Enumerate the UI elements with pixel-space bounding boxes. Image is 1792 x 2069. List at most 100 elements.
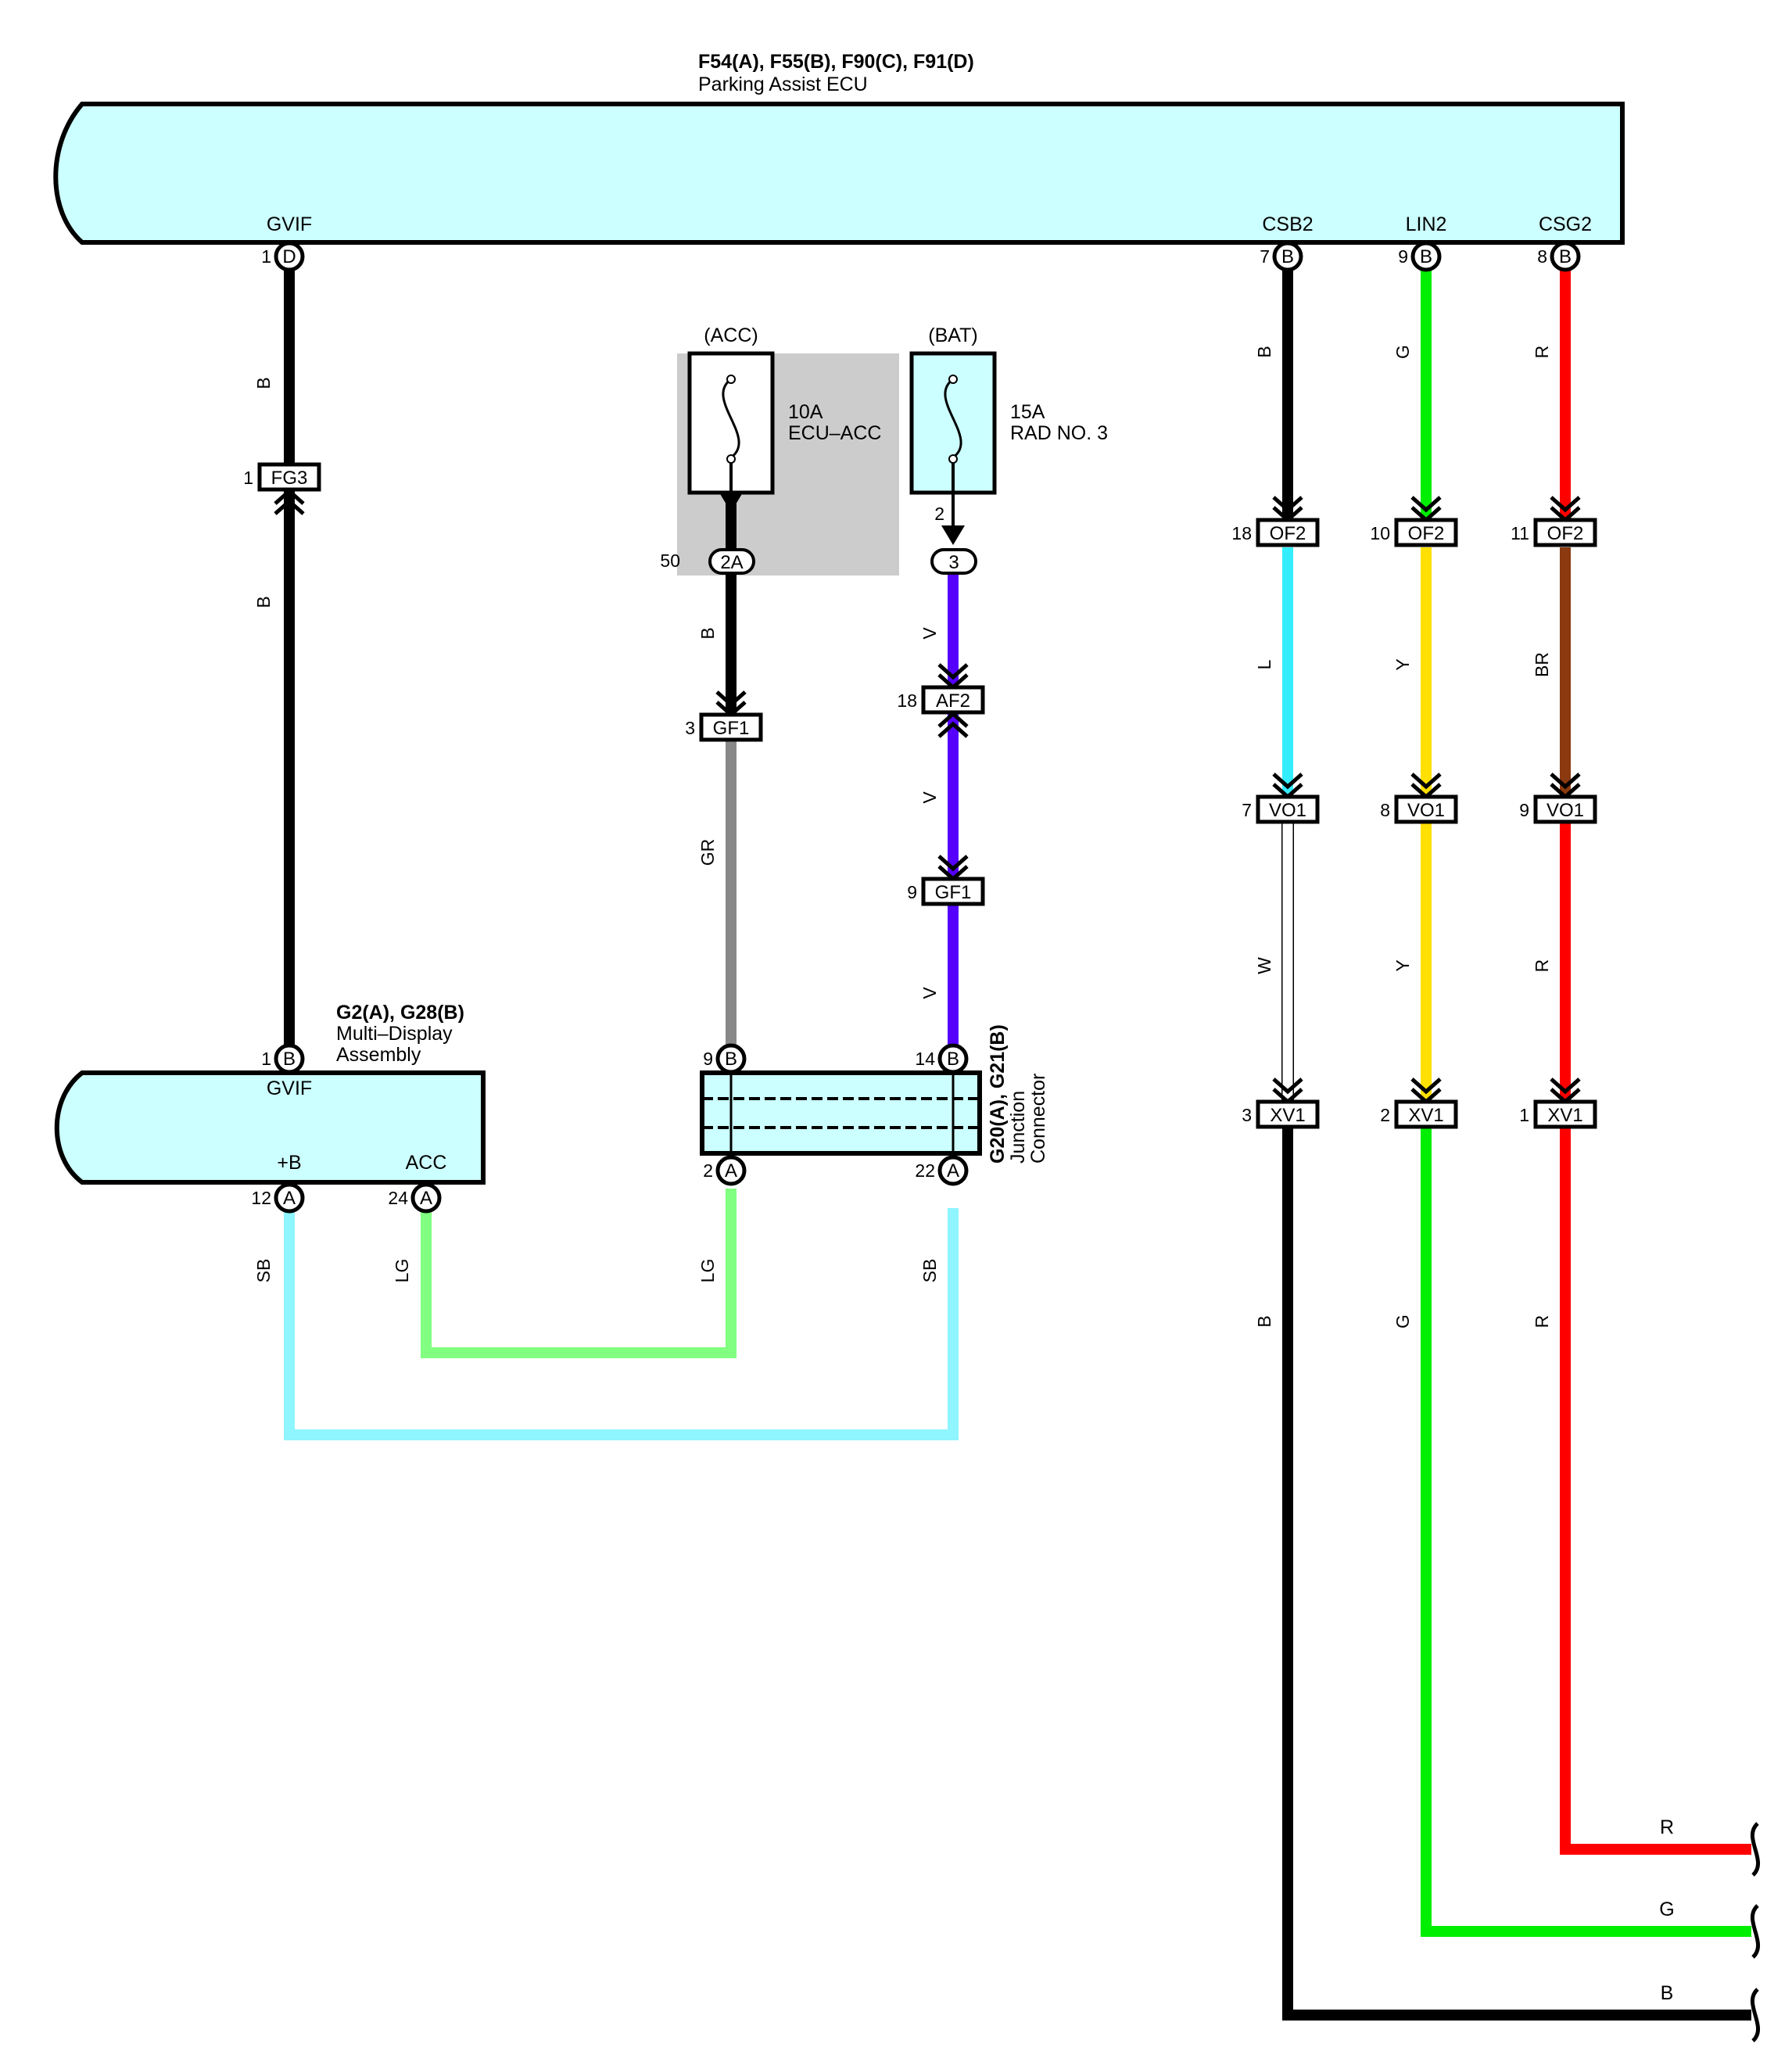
- junction-label-group: G20(A), G21(B) Junction Connector: [987, 1024, 1049, 1164]
- wire-out-r: [1560, 1126, 1751, 1855]
- junction-pin-14-pin: 14: [915, 1049, 935, 1069]
- connector-xv1-12-pin: 1: [1519, 1105, 1529, 1125]
- junction-pin-22-letter: A: [947, 1160, 959, 1182]
- connector-xv1-10-pin: 3: [1242, 1105, 1252, 1125]
- fuse-bat-rating: 15A: [1010, 401, 1045, 423]
- connector-gf1-3-pin: 9: [907, 882, 917, 902]
- break-icon-b: [1751, 1988, 1760, 2042]
- mda-name-line2: Assembly: [336, 1044, 421, 1066]
- wire-code-label-20: LG: [392, 1259, 412, 1283]
- wire-code-label-17: R: [1532, 959, 1552, 973]
- fuse-acc-rating: 10A: [788, 401, 823, 423]
- connector-fg3-0-name: FG3: [271, 468, 308, 489]
- ecu-terminal-lin2: LIN2: [1406, 213, 1447, 235]
- mda-pin-acc: [410, 1182, 442, 1214]
- ecu-pin-lin2-letter: B: [1420, 246, 1432, 267]
- wire-code-label-0: B: [253, 377, 274, 389]
- mda-name-line1: Multi–Display: [336, 1023, 453, 1045]
- connector-of2-5: [1394, 518, 1458, 547]
- ecu-pin-csg2: [1550, 241, 1581, 272]
- connector-gf1-1: [699, 712, 763, 742]
- connector-xv1-11: [1394, 1099, 1458, 1129]
- connector-af2-2-pin: 18: [897, 690, 917, 711]
- connector-of2-5-pin: 10: [1370, 523, 1390, 543]
- ecu-pin-gvif: [274, 241, 305, 272]
- fuse-bat-pin: 2: [934, 504, 944, 524]
- wire-out-b: [1282, 1126, 1751, 2021]
- fuse-acc-source: (ACC): [704, 325, 758, 346]
- junction-box: [700, 1070, 982, 1156]
- connector-vo1-9-name: VO1: [1546, 800, 1584, 821]
- connector-gf1-3-name: GF1: [935, 882, 972, 903]
- connector-gf1-1-pin: 3: [685, 718, 695, 738]
- wire-code-label-11: G: [1392, 345, 1413, 359]
- wire-out-g: [1421, 1126, 1751, 1937]
- mda-box: [54, 1070, 486, 1185]
- wire-code-label-4: V: [919, 627, 940, 640]
- connector-vo1-8-pin: 8: [1380, 800, 1390, 820]
- junction-pin-2-pin: 2: [703, 1160, 713, 1181]
- connector-of2-4: [1256, 518, 1320, 547]
- connector-xv1-10: [1256, 1099, 1320, 1129]
- wire-code-label-22: SB: [919, 1259, 940, 1283]
- wire-code-label-7: B: [1254, 346, 1274, 357]
- wire-code-label-14: G: [1392, 1314, 1413, 1329]
- connector-gf1-3: [921, 877, 985, 906]
- fuse-acc-name: ECU–ACC: [788, 422, 881, 444]
- ecu-terminal-csb2: CSB2: [1262, 213, 1313, 235]
- fuse-bat-arrow: [941, 525, 965, 545]
- junction-pin-9-letter: B: [725, 1049, 737, 1070]
- mda-terminal-acc: ACC: [406, 1152, 447, 1174]
- fuse-acc-connector: [708, 548, 755, 575]
- fuse-bat-icon: [944, 378, 962, 459]
- ecu-pin-gvif-letter: D: [282, 246, 296, 267]
- wire-code-label-13: Y: [1392, 959, 1413, 971]
- junction-name-line2: Connector: [1027, 1074, 1049, 1164]
- ecu-pin-lin2: [1410, 241, 1442, 272]
- fuse-bat-name: RAD NO. 3: [1010, 422, 1108, 444]
- connector-of2-5-name: OF2: [1408, 523, 1445, 544]
- break-icon-g: [1751, 1904, 1760, 1959]
- junction-pin-9-pin: 9: [703, 1049, 713, 1069]
- junction-pin-22: [937, 1155, 969, 1186]
- ecu-connectors-label: F54(A), F55(B), F90(C), F91(D): [698, 51, 974, 73]
- wire-code-label-5: V: [919, 791, 940, 804]
- connector-of2-6: [1533, 518, 1597, 547]
- wire-code-label-21: LG: [697, 1259, 718, 1283]
- break-icon-r: [1751, 1822, 1760, 1877]
- wire-code-label-3: GR: [697, 839, 718, 866]
- junction-pin-14-letter: B: [947, 1049, 959, 1070]
- junction-pin-2: [715, 1155, 747, 1186]
- wire-code-label-18: R: [1532, 1315, 1552, 1329]
- connector-of2-4-pin: 18: [1231, 523, 1252, 543]
- connector-xv1-12: [1533, 1099, 1597, 1129]
- fuse-bat-source: (BAT): [928, 325, 977, 346]
- junction-pin-22-pin: 22: [915, 1160, 935, 1181]
- output-label-r: R: [1660, 1816, 1674, 1838]
- wire-code-label-8: L: [1254, 659, 1274, 669]
- connector-vo1-8-name: VO1: [1407, 800, 1445, 821]
- connector-xv1-10-name: XV1: [1270, 1105, 1305, 1126]
- wire-code-label-1: B: [253, 596, 274, 608]
- ecu-pin-csb2-letter: B: [1281, 246, 1294, 267]
- connector-of2-6-name: OF2: [1547, 523, 1584, 544]
- ecu-terminal-gvif: GVIF: [267, 213, 312, 235]
- connector-xv1-12-name: XV1: [1547, 1105, 1582, 1126]
- connector-vo1-7: [1256, 794, 1320, 824]
- fuse-acc-arrow: [719, 493, 743, 512]
- ecu-pin-gvif-pin: 1: [261, 246, 271, 267]
- connector-fg3-0: [257, 462, 321, 492]
- ecu-pin-csg2-pin: 8: [1537, 246, 1547, 267]
- wire-code-label-9: W: [1254, 957, 1274, 974]
- mda-terminal-gvif: GVIF: [267, 1078, 312, 1099]
- wire-code-label-15: R: [1532, 346, 1552, 359]
- ecu-pin-csg2-letter: B: [1559, 246, 1572, 267]
- fuse-acc-icon: [722, 378, 740, 459]
- connector-xv1-11-name: XV1: [1408, 1105, 1443, 1126]
- output-label-b: B: [1661, 1982, 1674, 2004]
- ecu-terminal-csg2: CSG2: [1539, 213, 1592, 235]
- mda-pin-acc-letter: A: [420, 1188, 432, 1209]
- ecu-pin-csb2-pin: 7: [1260, 246, 1270, 267]
